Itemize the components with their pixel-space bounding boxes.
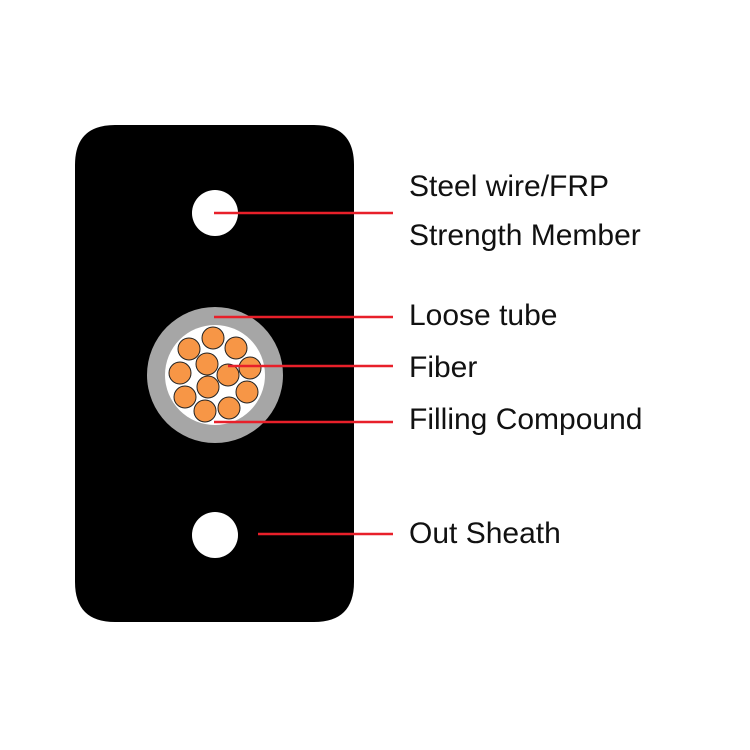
label-out-sheath: Out Sheath (409, 517, 561, 550)
fiber (201, 326, 225, 350)
label-strength-member: Strength Member (409, 219, 641, 252)
fiber (195, 352, 219, 376)
fiber (177, 337, 201, 361)
strength-member-bottom (192, 512, 238, 558)
fibers (168, 326, 262, 423)
label-filling-compound: Filling Compound (409, 403, 643, 436)
fiber (168, 361, 192, 385)
label-loose-tube: Loose tube (409, 299, 558, 332)
fiber (217, 396, 241, 420)
fiber (216, 363, 240, 387)
fiber (173, 385, 197, 409)
fiber (238, 356, 262, 380)
label-fiber: Fiber (409, 351, 478, 384)
label-steel-wire: Steel wire/FRP (409, 170, 610, 203)
fiber (235, 380, 259, 404)
fiber (196, 375, 220, 399)
fiber (193, 399, 217, 423)
fiber (224, 336, 248, 360)
